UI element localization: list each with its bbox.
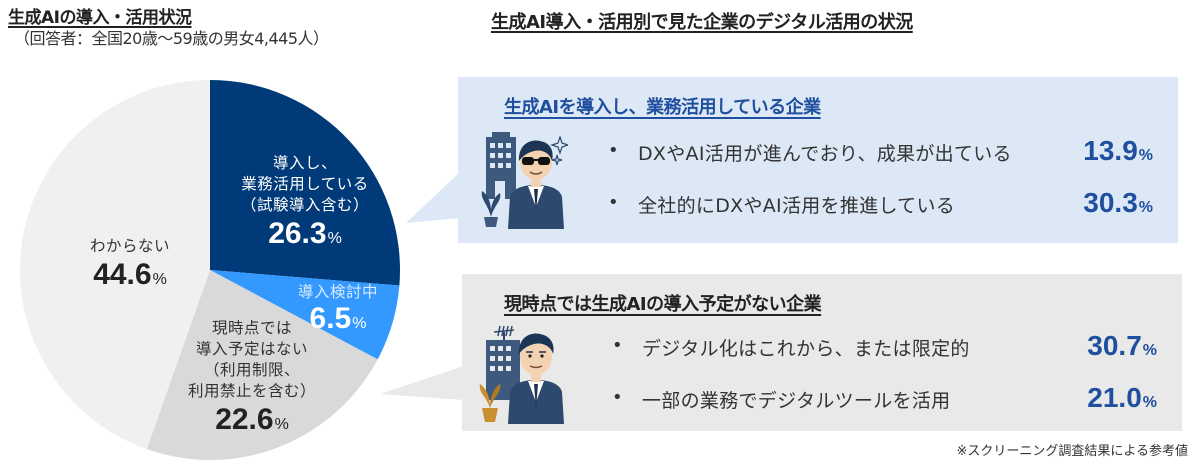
pie-label-unknown: わからない 44.6% [89, 237, 170, 291]
panel-row: • 一部の業務でデジタルツールを活用 21.0% [612, 382, 1157, 413]
callout-pointer-gray [380, 366, 464, 400]
row-label: DXやAI活用が進んでおり、成果が出ている [638, 143, 1012, 165]
pie-value-considering: 6.5 [309, 302, 352, 335]
pie-value-adopted: 26.3 [268, 217, 327, 250]
pie-slice [146, 270, 378, 461]
businessman-older-icon [479, 325, 564, 424]
panel-row: • DXやAI活用が進んでおり、成果が出ている 13.9% [608, 135, 1153, 166]
panel-no-plan-companies: 現時点では生成AIの導入予定がない企業 • デジタル化はこれから、または限定的 … [462, 274, 1182, 431]
row-value: 13.9% [1083, 135, 1153, 166]
pie-chart-subtitle: （回答者：全国20歳〜59歳の男女4,445人） [14, 29, 329, 48]
panels-title: 生成AI導入・活用別で見た企業のデジタル活用の状況 [491, 12, 913, 33]
pie-label-considering: 導入検討中 6.5% [297, 283, 378, 335]
row-value: 21.0% [1087, 382, 1157, 413]
pie-label-no-plan: 現時点では 導入予定はない （利用制限、 利用禁止を含む） 22.6% [187, 319, 316, 436]
pie-value-no-plan: 22.6 [215, 403, 274, 436]
pie-label-adopted: 導入し、 業務活用している （試験導入含む） 26.3% [240, 154, 369, 250]
row-label: 一部の業務でデジタルツールを活用 [642, 390, 951, 412]
pie-chart-title: 生成AIの導入・活用状況 [8, 8, 192, 28]
panel-title-adopted: 生成AIを導入し、業務活用している企業 [504, 97, 821, 118]
pie-slice [210, 270, 400, 360]
row-value: 30.3% [1083, 187, 1153, 218]
pie-slice [210, 80, 400, 286]
panel-title-no-plan: 現時点では生成AIの導入予定がない企業 [504, 294, 822, 315]
pie-value-unknown: 44.6 [93, 258, 152, 291]
panel-adopted-companies: 生成AIを導入し、業務活用している企業 • DXやAI活用が進んでお [458, 77, 1178, 243]
businessman-sunglasses-icon [481, 132, 568, 229]
callout-pointer-blue [406, 172, 460, 223]
row-value: 30.7% [1087, 330, 1157, 361]
row-label: 全社的にDXやAI活用を推進している [638, 195, 956, 217]
pie-slices [20, 80, 400, 461]
panel-row: • デジタル化はこれから、または限定的 30.7% [612, 330, 1157, 361]
footnote: ※スクリーニング調査結果による参考値 [956, 444, 1188, 459]
pie-slice [20, 80, 211, 450]
panel-row: • 全社的にDXやAI活用を推進している 30.3% [608, 187, 1153, 218]
row-label: デジタル化はこれから、または限定的 [642, 338, 970, 360]
